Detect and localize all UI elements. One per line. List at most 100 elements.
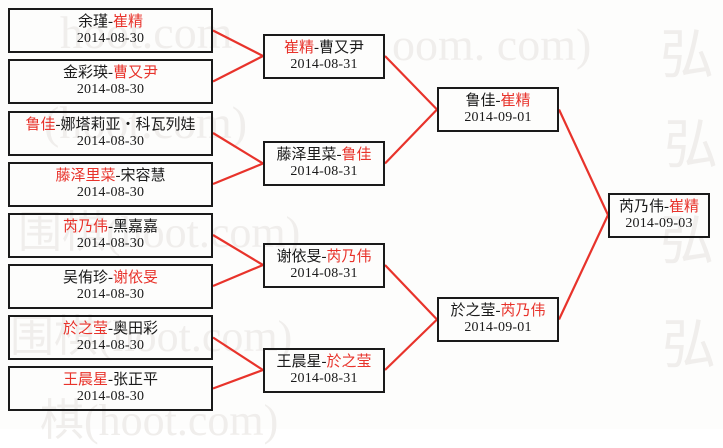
- connector-line: [558, 214, 609, 320]
- match-date: 2014-08-30: [76, 184, 145, 200]
- player-right: 崔精: [500, 93, 531, 110]
- match-players: 谢依旻-芮乃伟: [276, 249, 371, 266]
- watermark-text: 弘: [664, 115, 718, 175]
- player-right: 崔精: [669, 198, 700, 215]
- player-separator: -: [314, 39, 319, 56]
- match-date: 2014-09-01: [464, 320, 532, 336]
- match-players: 芮乃伟-崔精: [619, 199, 699, 216]
- match-date: 2014-08-30: [76, 286, 145, 302]
- player-left: 金彩瑛: [62, 65, 108, 82]
- match-date: 2014-08-30: [76, 338, 145, 354]
- player-right: 谢依旻: [113, 269, 159, 286]
- match-players: 王晨星-张正平: [63, 372, 158, 389]
- connector-line: [384, 264, 438, 321]
- connector-line: [212, 132, 264, 165]
- match-date: 2014-08-31: [290, 56, 358, 72]
- match-date: 2014-08-31: [290, 370, 358, 386]
- player-left: 王晨星: [62, 372, 108, 389]
- match-date: 2014-08-30: [76, 31, 145, 47]
- player-left: 藤泽里菜: [55, 167, 116, 184]
- player-left: 芮乃伟: [618, 198, 664, 215]
- player-left: 余瑾: [77, 14, 108, 31]
- player-right: 於之莹: [326, 353, 372, 370]
- connector-line: [212, 29, 264, 57]
- player-right: 奥田彩: [113, 321, 159, 338]
- match-players: 芮乃伟-黑嘉嘉: [63, 219, 158, 236]
- player-separator: -: [495, 93, 501, 110]
- player-left: 王晨星: [276, 353, 322, 370]
- watermark-text: 弘: [660, 25, 714, 85]
- player-left: 吴侑珍: [62, 269, 108, 286]
- connector-line: [384, 318, 438, 371]
- connector-line: [212, 234, 264, 266]
- player-right: 崔精: [113, 14, 144, 31]
- match-players: 藤泽里菜-宋容慧: [55, 168, 165, 185]
- player-separator: -: [495, 303, 501, 320]
- match-players: 吴侑珍-谢依旻: [63, 270, 158, 287]
- player-right: 芮乃伟: [500, 303, 546, 320]
- match-players: 藤泽里菜-鲁佳: [276, 147, 371, 164]
- match-date: 2014-09-01: [464, 110, 532, 126]
- player-separator: -: [108, 269, 113, 286]
- match-date: 2014-08-30: [76, 389, 145, 405]
- player-left: 鲁佳: [25, 116, 56, 133]
- player-separator: -: [108, 372, 113, 389]
- match-date: 2014-08-31: [290, 265, 358, 281]
- match-players: 鲁佳-娜塔莉亚・科瓦列娃: [25, 117, 195, 134]
- player-left: 藤泽里菜: [276, 147, 337, 164]
- connector-line: [384, 55, 438, 111]
- watermark-text: 弘: [662, 315, 716, 375]
- match-date: 2014-09-03: [625, 215, 693, 231]
- player-right: 娜塔莉亚・科瓦列娃: [60, 116, 196, 133]
- player-separator: -: [321, 353, 327, 370]
- player-right: 黑嘉嘉: [113, 218, 159, 235]
- match-players: 鲁佳-崔精: [465, 93, 530, 110]
- match-players: 於之莹-芮乃伟: [450, 303, 545, 320]
- connector-line: [212, 368, 264, 390]
- match-players: 余瑾-崔精: [78, 14, 143, 31]
- match-date: 2014-08-31: [290, 164, 358, 180]
- player-right: 宋容慧: [120, 167, 166, 184]
- player-separator: -: [115, 167, 121, 184]
- match-players: 崔精-曹又尹: [284, 40, 364, 57]
- connector-line: [558, 109, 609, 216]
- player-right: 曹又尹: [113, 65, 159, 82]
- player-left: 於之莹: [450, 303, 496, 320]
- match-date: 2014-08-30: [76, 133, 145, 149]
- player-separator: -: [108, 65, 113, 82]
- player-left: 於之莹: [62, 321, 108, 338]
- player-left: 崔精: [283, 39, 314, 56]
- player-right: 芮乃伟: [326, 248, 372, 265]
- watermark-text: oom. com): [392, 19, 592, 70]
- connector-line: [212, 162, 264, 186]
- player-separator: -: [321, 248, 327, 265]
- player-left: 芮乃伟: [62, 218, 108, 235]
- player-left: 谢依旻: [276, 248, 322, 265]
- player-right: 鲁佳: [341, 147, 372, 164]
- player-separator: -: [108, 14, 113, 31]
- player-right: 曹又尹: [319, 39, 365, 56]
- player-left: 鲁佳: [465, 93, 496, 110]
- connector-line: [384, 108, 438, 165]
- match-players: 金彩瑛-曹又尹: [63, 65, 158, 82]
- player-separator: -: [55, 116, 61, 133]
- match-date: 2014-08-30: [76, 235, 145, 251]
- match-players: 於之莹-奥田彩: [63, 321, 158, 338]
- connector-line: [212, 55, 264, 83]
- match-players: 王晨星-於之莹: [276, 354, 371, 371]
